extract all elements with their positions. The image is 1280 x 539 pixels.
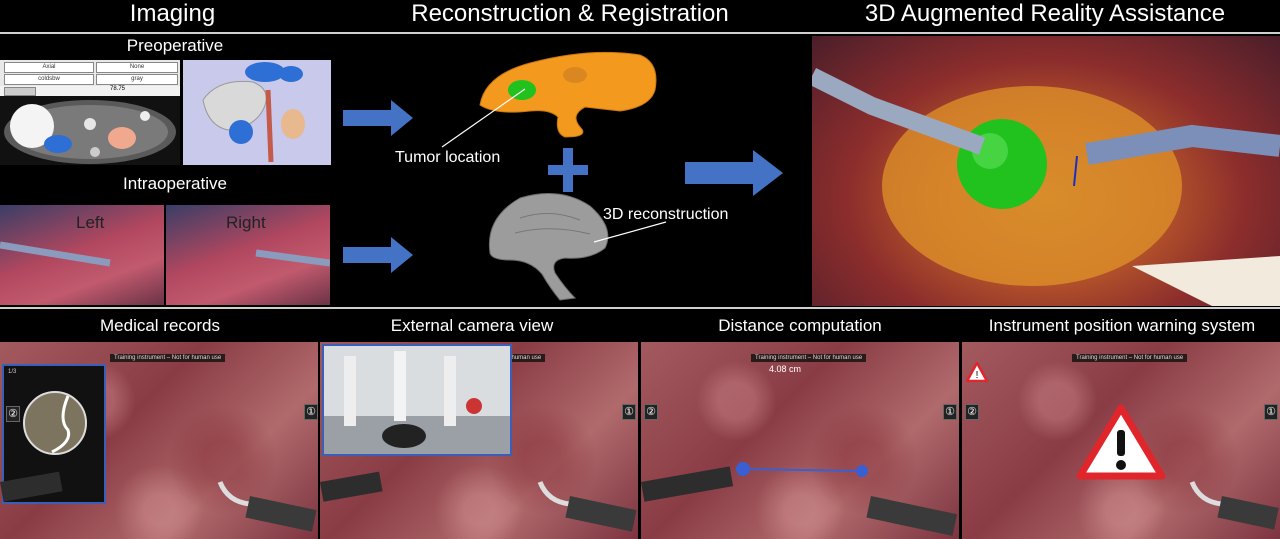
arm-one-badge: ① xyxy=(304,404,318,420)
instruments xyxy=(0,471,317,532)
preop-3d-model-panel xyxy=(183,60,331,165)
small-warning-icon: ! xyxy=(966,362,988,382)
ar-assistance-title: 3D Augmented Reality Assistance xyxy=(864,0,1226,27)
reconstruction-pointer-line xyxy=(593,221,667,243)
ct-scan-image xyxy=(0,96,180,165)
reconstruction-title: Reconstruction & Registration xyxy=(411,0,729,27)
intraoperative-label: Intraoperative xyxy=(123,174,227,193)
ct-colormap-select[interactable]: coldsbw xyxy=(4,74,94,85)
liver-model xyxy=(479,51,657,138)
preoperative-label: Preoperative xyxy=(126,36,224,55)
record-page-counter: 1/3 xyxy=(8,369,17,375)
arm-two-badge: ② xyxy=(6,406,20,422)
right-instruments xyxy=(255,249,330,267)
microscopy-image xyxy=(23,391,87,455)
ar-view-panel xyxy=(812,36,1280,306)
arm-two-badge-3: ② xyxy=(644,404,658,420)
arrow-preop-to-recon xyxy=(343,100,413,136)
ct-tools[interactable] xyxy=(4,87,36,96)
plus-icon xyxy=(548,148,588,192)
external-camera-feed[interactable] xyxy=(322,344,512,456)
medical-records-panel: Training instrument – Not for human use … xyxy=(0,342,318,539)
warning-system-panel: Training instrument – Not for human use … xyxy=(962,342,1280,539)
instruments-4 xyxy=(1189,480,1279,530)
warning-icon xyxy=(1076,404,1166,480)
reconstruction-label: 3D reconstruction xyxy=(603,206,729,223)
intraop-left-frame: Left xyxy=(0,205,164,305)
warning-system-title: Instrument position warning system xyxy=(988,316,1256,335)
distance-line xyxy=(641,462,958,536)
external-camera-title: External camera view xyxy=(390,316,554,335)
instruments-2 xyxy=(320,471,637,532)
arm-one-badge-2: ① xyxy=(622,404,636,420)
training-banner-4: Training instrument – Not for human use xyxy=(1072,354,1188,362)
robot-camera-scene xyxy=(324,346,510,454)
distance-computation-panel: Training instrument – Not for human use … xyxy=(641,342,959,539)
imaging-title: Imaging xyxy=(129,0,216,27)
ct-slice-value: 78.75 xyxy=(110,86,126,92)
intraop-right-frame: Right xyxy=(166,205,330,305)
distance-computation-title: Distance computation xyxy=(718,316,882,335)
tumor-pointer-line xyxy=(441,88,526,148)
arrow-recon-to-ar xyxy=(685,150,783,196)
ct-view-select[interactable]: Axial xyxy=(4,62,94,73)
section-divider xyxy=(0,307,1280,309)
right-frame-label: Right xyxy=(226,213,266,232)
training-banner: Training instrument – Not for human use xyxy=(110,354,226,362)
arm-two-badge-4: ② xyxy=(965,404,979,420)
tumor-location-label: Tumor location xyxy=(395,149,501,166)
left-frame-label: Left xyxy=(76,213,105,232)
svg-text:!: ! xyxy=(976,370,979,381)
ct-overlay-select[interactable]: None xyxy=(96,62,178,73)
external-camera-panel: Training instrument – Not for human use … xyxy=(320,342,638,539)
left-instruments xyxy=(0,241,111,267)
ct-gray-select[interactable]: gray xyxy=(96,74,178,85)
gray-3d-reconstruction xyxy=(488,193,609,301)
arrow-intraop-to-recon xyxy=(343,237,413,273)
ar-scene xyxy=(812,67,1280,306)
arm-one-badge-3: ① xyxy=(943,404,957,420)
preop-3d-model xyxy=(202,62,305,163)
medical-records-title: Medical records xyxy=(100,316,220,335)
distance-readout: 4.08 cm xyxy=(769,364,802,374)
top-divider xyxy=(0,32,1280,34)
ct-scan-panel: Axial None coldsbw gray 78.75 xyxy=(0,60,180,165)
training-banner-3: Training instrument – Not for human use xyxy=(751,354,867,362)
ct-toolbar: Axial None coldsbw gray xyxy=(0,60,180,87)
arm-one-badge-4: ① xyxy=(1264,404,1278,420)
